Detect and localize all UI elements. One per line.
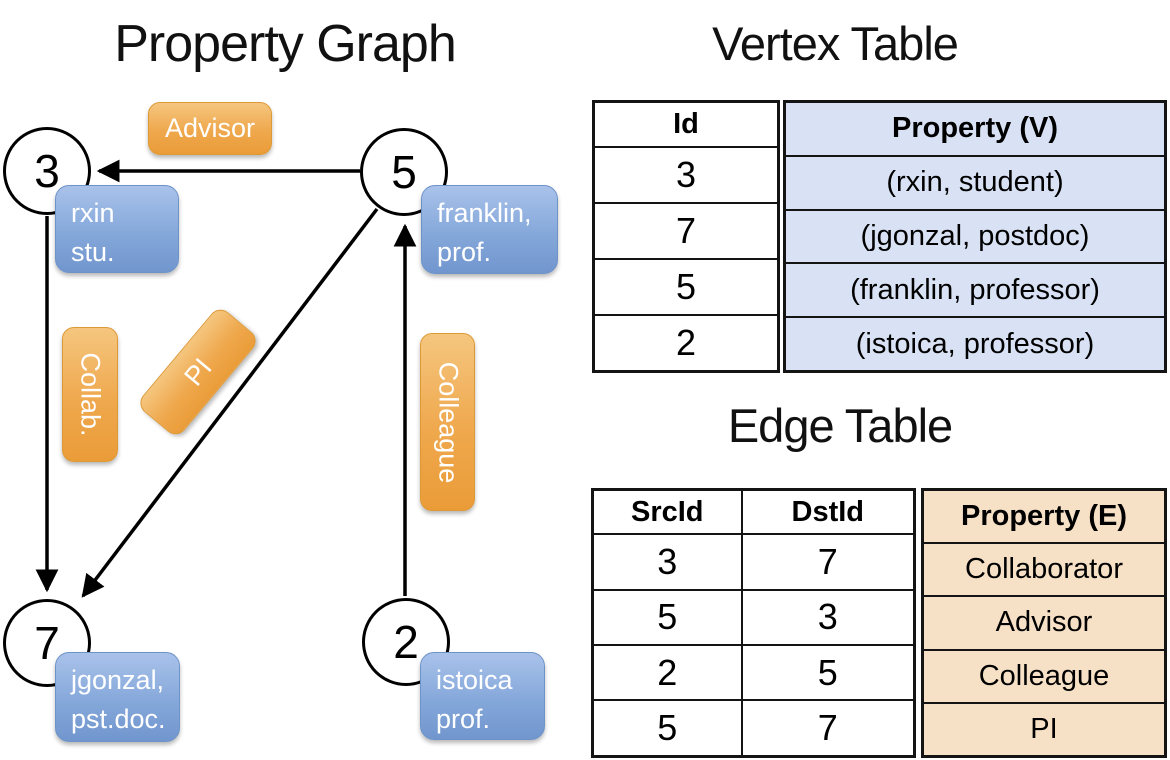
edge-src-cell: 3 — [591, 533, 743, 591]
edge-src-header: SrcId — [591, 488, 743, 536]
vertex-property-cell: (rxin, student) — [783, 154, 1167, 211]
vertex-id-cell: 7 — [592, 201, 780, 260]
edge-property-header: Property (E) — [921, 488, 1167, 545]
edge-line-pi-5-to-7 — [81, 207, 379, 598]
vertex-property-box-istoica: istoica prof. — [420, 652, 545, 740]
vertex-property-table: Property (V) (rxin, student) (jgonzal, p… — [783, 100, 1167, 373]
vertex-box-line1: franklin, — [437, 198, 532, 228]
vertex-box-line2: prof. — [436, 704, 491, 734]
edge-dst-cell: 7 — [740, 699, 916, 758]
edge-label-text: Colleague — [433, 361, 463, 483]
vertex-property-cell: (franklin, professor) — [783, 262, 1167, 319]
graph-edges-layer — [35, 159, 417, 598]
edge-src-cell: 5 — [591, 699, 743, 758]
vertex-property-cell: (jgonzal, postdoc) — [783, 208, 1167, 265]
vertex-id-cell: 3 — [592, 145, 780, 204]
edge-label-text: Advisor — [164, 113, 256, 143]
vertex-property-box-franklin: franklin, prof. — [421, 185, 558, 274]
vertex-table-title: Vertex Table — [712, 17, 959, 70]
vertex-property-box-rxin: rxin stu. — [55, 185, 179, 273]
edge-property-table: Property (E) Collaborator Advisor Collea… — [921, 488, 1167, 758]
node-circle-2: 2 — [362, 598, 450, 686]
property-graph-title: Property Graph — [114, 15, 457, 73]
edge-label-text: Collab. — [75, 352, 106, 437]
vertex-box-line1: rxin — [71, 198, 115, 228]
edge-src-dst-table: SrcId DstId 3 7 5 3 2 5 5 7 — [591, 488, 916, 758]
vertex-id-table: Id 3 7 5 2 — [592, 100, 780, 373]
vertex-property-header: Property (V) — [783, 100, 1167, 157]
edge-dst-cell: 3 — [740, 588, 916, 647]
node-circle-5: 5 — [360, 128, 448, 216]
edge-dst-header: DstId — [740, 488, 916, 536]
edge-property-cell: Advisor — [921, 595, 1167, 651]
vertex-id-cell: 5 — [592, 257, 780, 316]
edge-table-title: Edge Table — [727, 399, 953, 452]
edge-label-collab: Collab. — [62, 327, 118, 462]
edge-dst-cell: 7 — [740, 533, 916, 591]
edge-property-cell: Collaborator — [921, 542, 1167, 598]
edge-src-cell: 5 — [591, 588, 743, 647]
edge-label-text: PI — [177, 352, 218, 392]
vertex-box-line2: prof. — [437, 237, 492, 267]
vertex-box-line1: jgonzal, — [71, 665, 165, 695]
vertex-box-line2: pst.doc. — [71, 704, 166, 734]
node-id-label: 3 — [34, 145, 60, 197]
edge-src-cell: 2 — [591, 644, 743, 702]
edge-label-advisor: Advisor — [148, 102, 272, 155]
node-id-label: 2 — [393, 616, 419, 668]
edge-dst-cell: 5 — [740, 644, 916, 702]
vertex-box-line2: stu. — [71, 237, 115, 267]
vertex-property-box-jgonzal: jgonzal, pst.doc. — [55, 652, 180, 742]
vertex-box-line1: istoica — [436, 665, 513, 695]
vertex-id-cell: 2 — [592, 313, 780, 373]
edge-property-cell: PI — [921, 701, 1167, 758]
edge-property-cell: Colleague — [921, 648, 1167, 704]
vertex-property-cell: (istoica, professor) — [783, 316, 1167, 373]
node-id-label: 5 — [391, 146, 417, 198]
edge-label-colleague: Colleague — [420, 333, 475, 511]
vertex-id-header: Id — [592, 100, 780, 148]
